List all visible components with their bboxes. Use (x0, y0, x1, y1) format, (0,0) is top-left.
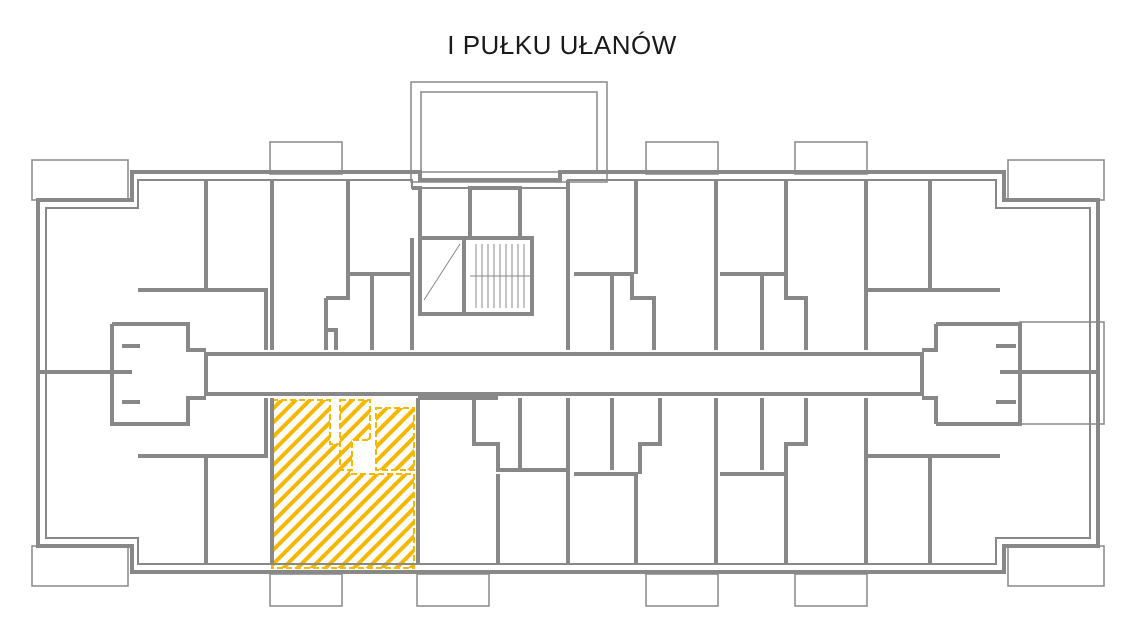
interior-wall (112, 322, 206, 352)
balcony (645, 141, 719, 175)
balcony (645, 573, 719, 607)
balcony (416, 573, 490, 607)
corridor-wall (204, 352, 924, 396)
exterior-wall (45, 179, 1091, 565)
balcony (410, 81, 608, 183)
interior-wall (138, 288, 268, 350)
balcony (794, 573, 868, 607)
balcony (794, 141, 868, 175)
exterior-wall (36, 170, 1100, 574)
stairs (423, 243, 530, 308)
balcony (420, 91, 598, 173)
interior-wall (464, 236, 534, 316)
balcony (269, 141, 343, 175)
interior-wall (922, 324, 938, 424)
balconies (31, 81, 1105, 607)
interior-wall (346, 180, 412, 276)
street-name-label: I PUŁKU UŁANÓW (447, 30, 677, 60)
balcony (31, 545, 129, 587)
selected-apartment[interactable] (271, 399, 415, 569)
interior-wall (412, 186, 422, 238)
interior-wall (110, 324, 206, 426)
interior-wall (122, 344, 140, 404)
elevator-shaft (468, 186, 522, 240)
balcony (31, 159, 129, 201)
balcony (269, 573, 343, 607)
interior-wall (574, 472, 638, 564)
interior-wall (610, 180, 638, 350)
interior-wall (760, 398, 808, 474)
interior-wall (610, 398, 662, 474)
interior-wall (138, 398, 268, 458)
interior-wall (326, 274, 350, 300)
interior-wall (720, 472, 788, 564)
interior-wall (996, 344, 1016, 404)
interior-wall (574, 272, 656, 350)
stairwell (418, 236, 466, 316)
balcony (1007, 159, 1105, 201)
interior-wall (760, 180, 788, 350)
interior-wall (720, 272, 808, 350)
walls (36, 170, 1100, 574)
interior-wall (324, 298, 338, 350)
balcony (1007, 545, 1105, 587)
